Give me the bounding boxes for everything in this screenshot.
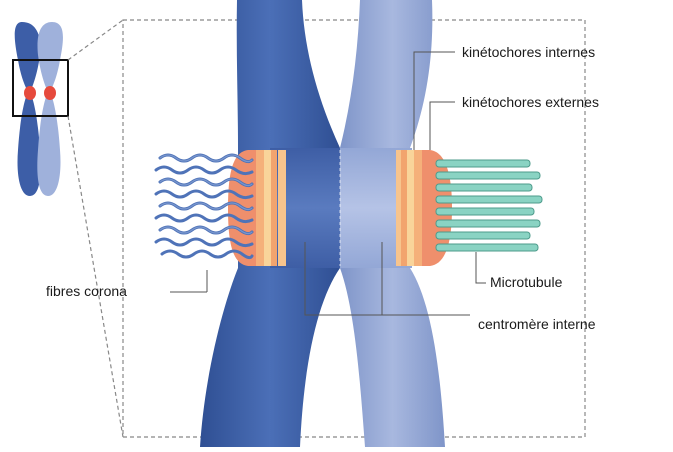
overview-left-chromatid <box>15 22 41 196</box>
chromosome-overview <box>13 22 68 196</box>
overview-centromere-left <box>24 86 36 100</box>
label-inner-kinetochore: kinétochores internes <box>462 44 595 60</box>
label-outer-kinetochore: kinétochores externes <box>462 94 599 110</box>
overview-centromere-right <box>44 86 56 100</box>
label-inner-centromere: centromère interne <box>478 316 596 332</box>
overview-right-chromatid <box>37 22 63 196</box>
label-microtubule: Microtubule <box>490 274 562 290</box>
label-fibrous-corona: fibres corona <box>46 283 127 299</box>
